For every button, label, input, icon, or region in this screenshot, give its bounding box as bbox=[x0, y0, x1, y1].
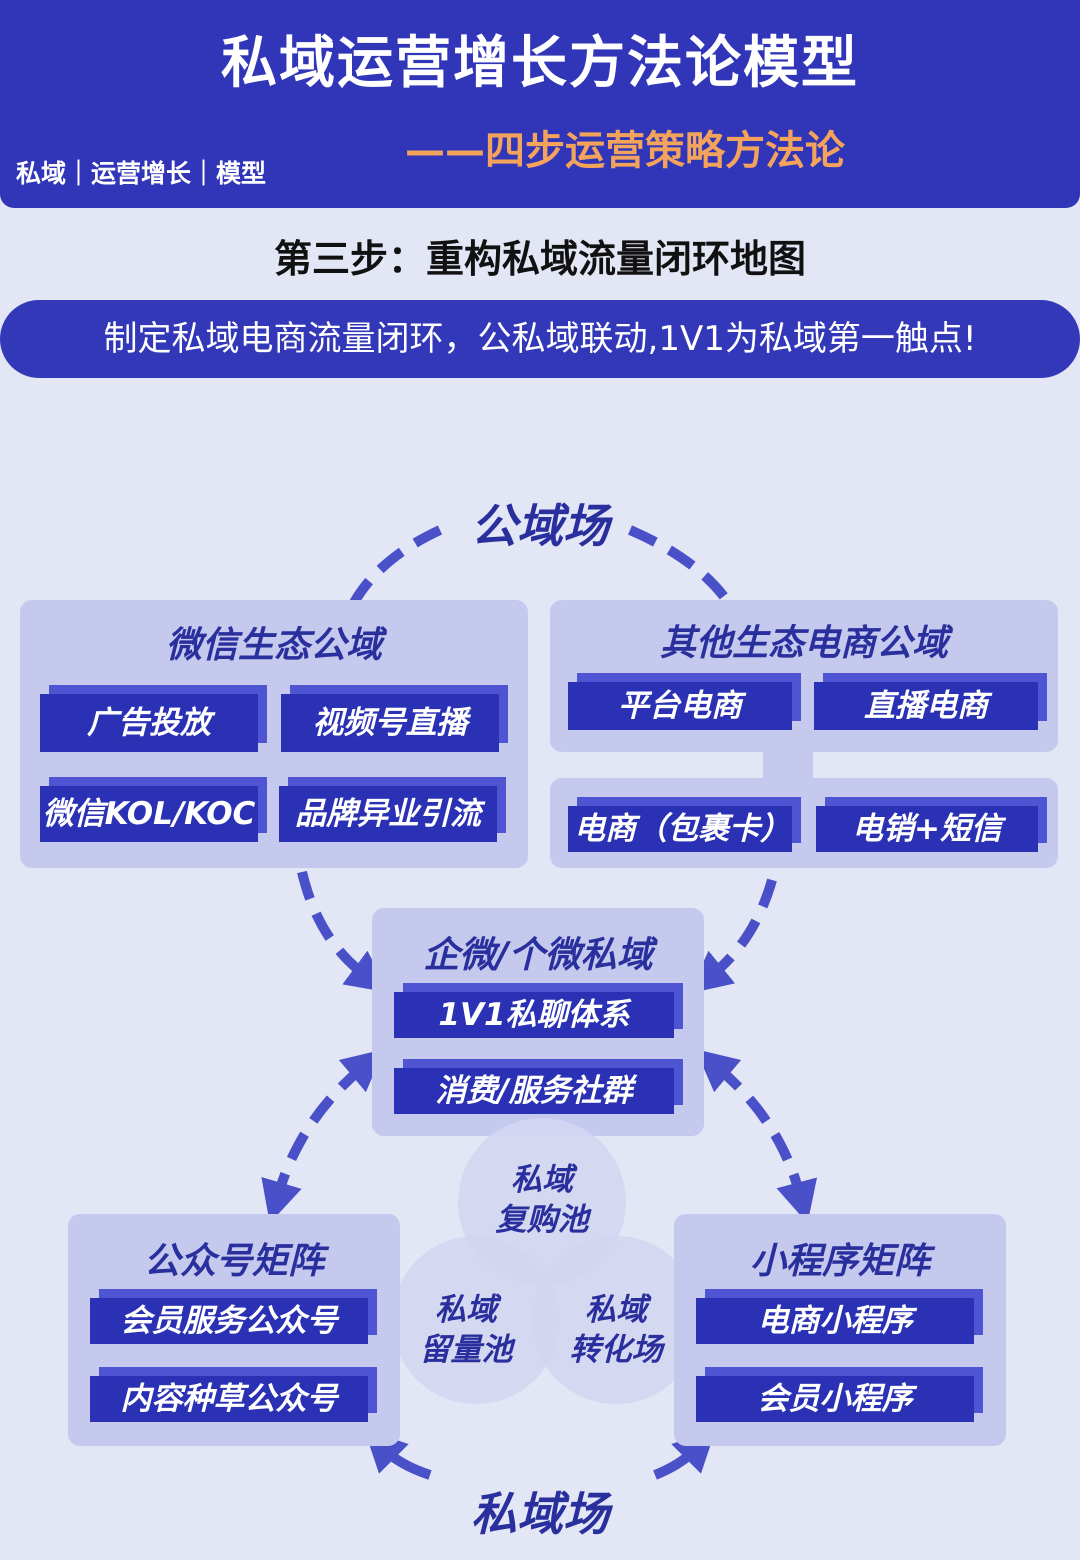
official-accounts-title: 公众号矩阵 bbox=[143, 1241, 324, 1282]
one-on-one-chat-tile: 1V1私聊体系 bbox=[394, 992, 674, 1038]
public-arc-left bbox=[345, 525, 443, 613]
ecommerce-mini-program-tile: 电商小程序 bbox=[696, 1298, 974, 1344]
package-card-tile: 电商（包裹卡） bbox=[568, 806, 792, 852]
retention-pool-line2: 留量池 bbox=[419, 1332, 513, 1368]
header-bar bbox=[0, 0, 1080, 208]
tag-line: 私域｜运营增长｜模型 bbox=[16, 159, 267, 188]
channels-live-tile: 视频号直播 bbox=[281, 694, 499, 752]
conversion-pool-line1: 私域 bbox=[585, 1292, 647, 1328]
other-panel-bridge-left bbox=[763, 750, 813, 780]
main-title: 私域运营增长方法论模型 bbox=[221, 31, 859, 96]
mini-program-title: 小程序矩阵 bbox=[749, 1241, 930, 1282]
wechat-panel-title: 微信生态公域 bbox=[165, 625, 382, 666]
consumer-community-tile: 消费/服务社群 bbox=[394, 1068, 674, 1114]
public-domain-label: 公域场 bbox=[471, 499, 609, 553]
brand-crossover-tile: 品牌异业引流 bbox=[279, 786, 497, 842]
member-service-account-tile: 会员服务公众号 bbox=[90, 1298, 368, 1344]
conversion-pool-label: 私域 转化场 bbox=[536, 1290, 696, 1370]
other-to-center-arrow bbox=[689, 878, 777, 994]
private-arrow-left bbox=[364, 1429, 432, 1480]
retention-pool-label: 私域 留量池 bbox=[386, 1290, 546, 1370]
other-panel-title: 其他生态电商公域 bbox=[659, 623, 948, 664]
center-panel-title: 企微/个微私域 bbox=[423, 935, 653, 976]
repurchase-pool-line2: 复购池 bbox=[495, 1202, 589, 1238]
step-title: 第三步：重构私域流量闭环地图 bbox=[273, 237, 806, 281]
center-official-arrow bbox=[261, 1049, 385, 1224]
retention-pool-line1: 私域 bbox=[435, 1292, 497, 1328]
conversion-pool-line2: 转化场 bbox=[569, 1332, 663, 1368]
wechat-to-center-arrow bbox=[297, 870, 389, 993]
wechat-kol-tile: 微信KOL/KOC bbox=[40, 786, 258, 842]
telesales-sms-tile: 电销+短信 bbox=[816, 806, 1038, 852]
banner: 制定私域电商流量闭环，公私域联动,1V1为私域第一触点! bbox=[0, 300, 1080, 378]
repurchase-pool-label: 私域 复购池 bbox=[462, 1160, 622, 1240]
ad-placement-tile: 广告投放 bbox=[40, 694, 258, 752]
public-arc-right bbox=[628, 525, 735, 608]
private-domain-label: 私域场 bbox=[471, 1487, 609, 1541]
member-mini-program-tile: 会员小程序 bbox=[696, 1376, 974, 1422]
content-seeding-account-tile: 内容种草公众号 bbox=[90, 1376, 368, 1422]
live-ecommerce-tile: 直播电商 bbox=[814, 682, 1038, 730]
center-mini-arrow bbox=[695, 1049, 818, 1224]
private-arrow-right bbox=[653, 1429, 716, 1480]
subtitle: ——四步运营策略方法论 bbox=[405, 128, 845, 174]
repurchase-pool-line1: 私域 bbox=[511, 1162, 573, 1198]
platform-ecommerce-tile: 平台电商 bbox=[568, 682, 792, 730]
conversion-pool-circle bbox=[532, 1236, 700, 1404]
